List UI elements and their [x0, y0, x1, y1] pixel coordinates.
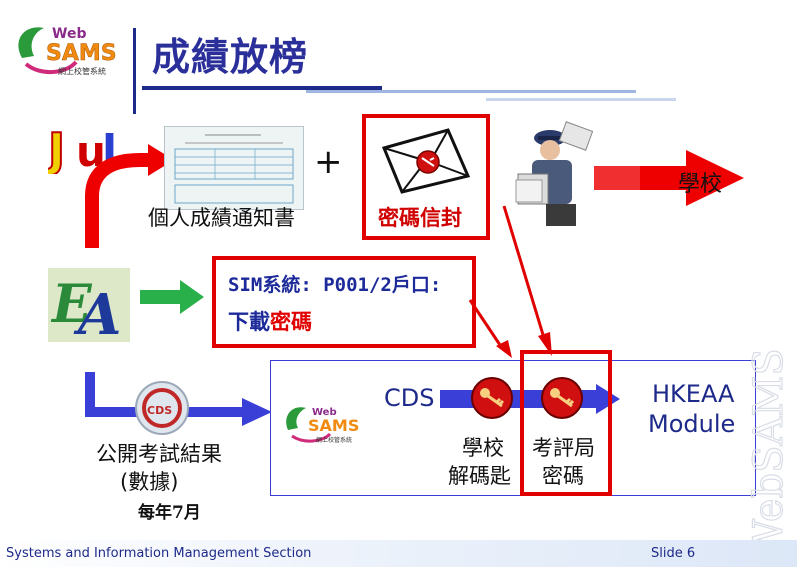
school-label: 學校	[678, 172, 723, 197]
title-underline-right	[306, 90, 636, 93]
hkeaa-key-label-line2: 密碼	[542, 464, 584, 488]
title-underline	[142, 86, 382, 90]
footer-section-text: Systems and Information Management Secti…	[6, 546, 312, 561]
red-diagonal-arrows	[440, 200, 560, 360]
websams-logo-small: Web SAMS 網上校管系統	[282, 400, 374, 446]
report-label: 個人成績通知書	[148, 206, 295, 230]
hkeaa-key-label-line1: 考評局	[532, 436, 595, 460]
svg-text:A: A	[73, 282, 121, 342]
title-separator-vertical	[133, 28, 136, 114]
school-key-label-line1: 學校	[462, 436, 504, 460]
logo-sams-text: SAMS	[46, 41, 117, 66]
jul-logo: J u l	[44, 118, 118, 178]
annual-label: 每年7月	[138, 503, 201, 523]
page-title: 成績放榜	[152, 35, 309, 79]
logo-subtitle-text: 網上校管系統	[58, 66, 106, 76]
school-key-label-line2: 解碼匙	[448, 464, 511, 488]
envelope-icon	[378, 126, 474, 196]
svg-text:J: J	[48, 123, 65, 174]
sim-highlight-box	[212, 256, 476, 348]
exam-results-label-line1: 公開考試結果	[96, 442, 222, 466]
sim-text-line1: SIM系統: P001/2戶口:	[228, 274, 442, 296]
exam-results-label-line2: (數據)	[120, 470, 179, 494]
svg-text:網上校管系統: 網上校管系統	[316, 436, 352, 444]
footer-slide-number: Slide 6	[651, 546, 696, 561]
hkeaa-key-icon	[540, 376, 584, 420]
red-curved-arrow	[84, 130, 176, 250]
svg-text:E: E	[50, 274, 93, 335]
envelope-label: 密碼信封	[378, 206, 462, 230]
red-arrow-to-school	[594, 150, 744, 206]
svg-text:SAMS: SAMS	[308, 416, 359, 435]
svg-text:Web: Web	[312, 407, 337, 418]
plus-sign: +	[314, 142, 343, 182]
cds-badge-icon	[134, 380, 190, 436]
school-key-icon	[470, 376, 514, 420]
ea-logo: E A	[48, 268, 130, 348]
watermark-text: WebSAMS	[746, 348, 792, 560]
green-arrow	[140, 280, 204, 314]
report-form-image	[164, 126, 304, 210]
websams-watermark: WebSAMS	[742, 330, 794, 566]
sim-text-line2: 下載密碼	[228, 306, 312, 336]
hkeaa-module-line2: Module	[648, 410, 736, 438]
envelope-highlight-box	[362, 114, 490, 240]
websams-logo: Web SAMS 網上校管系統	[12, 18, 132, 80]
sim-password-text: 密碼	[270, 310, 312, 334]
hkeaa-key-highlight-box	[520, 350, 612, 496]
sim-download-text: 下載	[228, 310, 270, 334]
footer-bar	[0, 540, 797, 567]
hkeaa-module-line1: HKEAA	[652, 380, 735, 408]
blue-l-arrow	[82, 372, 282, 432]
postman-figure	[506, 118, 596, 228]
cds-label: CDS	[384, 384, 435, 412]
cds-badge-text: CDS	[147, 404, 173, 417]
logo-web-text: Web	[52, 26, 86, 42]
cds-flow-container	[270, 360, 756, 496]
title-underline-right-2	[486, 98, 676, 101]
